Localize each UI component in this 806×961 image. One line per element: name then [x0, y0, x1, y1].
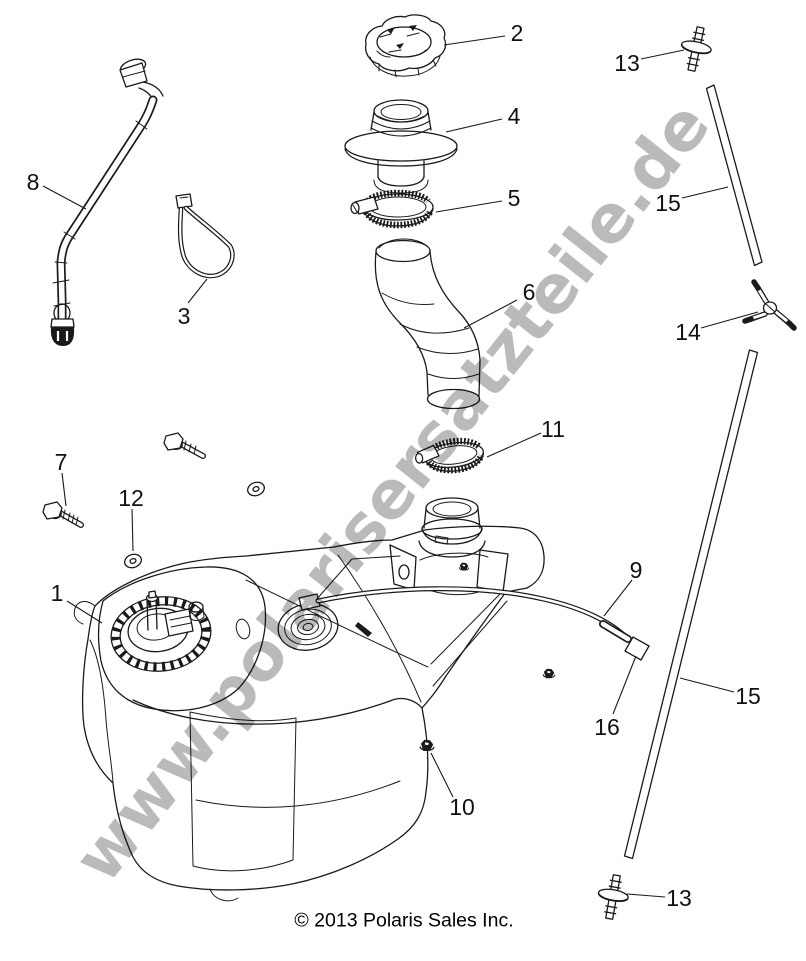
screw-drawings [42, 432, 206, 528]
callout-label-fuel-cap: 2 [511, 20, 524, 46]
inline-fitting-drawings [593, 23, 716, 922]
fuel-cap-drawing [364, 14, 447, 78]
vent-line-drawing [315, 586, 650, 661]
callout-label-washer: 12 [118, 485, 144, 511]
hose-clamp-lower-drawing [414, 437, 485, 474]
callout-leader-nut [430, 752, 454, 798]
callout-label-inline-fitting-bottom: 13 [666, 885, 692, 911]
callout-leader-hose-clamp-upper [435, 200, 503, 213]
callout-label-retainer-clip: 14 [675, 319, 701, 345]
retainer-clip-drawing [742, 279, 797, 331]
line-end-fitting-drawing [624, 636, 650, 661]
callout-label-inline-fitting-top: 13 [614, 50, 640, 76]
callout-label-filler-hose: 6 [523, 279, 536, 305]
copyright-text: © 2013 Polaris Sales Inc. [294, 909, 514, 932]
callout-label-nut: 10 [449, 794, 475, 820]
callout-leader-fuel-tank [66, 600, 103, 624]
callout-label-filler-neck: 4 [508, 103, 521, 129]
callout-label-vent-line: 9 [630, 557, 643, 583]
fuel-line-drawings [623, 84, 763, 860]
fuel-tank-drawing [73, 497, 545, 902]
callout-label-fuel-line-lower: 15 [735, 683, 761, 709]
callout-leader-retainer-clip [700, 311, 759, 329]
callout-leader-washer [131, 508, 134, 552]
callout-layer: 2 4 5 6 8 3 13 15 14 11 7 12 1 9 16 15 10 13 [27, 20, 761, 911]
callout-label-hose-clamp-upper: 5 [508, 185, 521, 211]
callout-leader-screw [61, 472, 67, 507]
callout-leader-hose-clamp-lower [486, 432, 542, 458]
callout-leader-cable-tie [187, 278, 208, 304]
callout-label-vent-hose: 8 [27, 169, 40, 195]
cable-tie-drawing [175, 193, 235, 279]
filler-hose-drawing [374, 238, 481, 410]
nut-drawings [419, 667, 556, 753]
callout-label-hose-clamp-lower: 11 [541, 416, 565, 442]
callout-leader-vent-hose [42, 185, 87, 210]
callout-leader-inline-fitting-top [640, 49, 685, 60]
fuel-line-upper-drawing [705, 84, 763, 267]
fuel-pump-drawing [110, 590, 212, 672]
callout-label-fuel-tank: 1 [51, 580, 64, 606]
tank-neck-drawing [418, 497, 486, 558]
callout-leader-fuel-line-lower [679, 677, 735, 693]
filler-neck-drawing [344, 99, 458, 194]
callout-label-fuel-line-upper: 15 [655, 190, 681, 216]
callout-leader-line-end-fitting [612, 655, 637, 715]
callout-leader-vent-line [603, 579, 633, 617]
callout-leader-inline-fitting-bottom [626, 893, 666, 898]
callout-leader-filler-hose [463, 299, 518, 329]
callout-label-cable-tie: 3 [178, 303, 191, 329]
callout-leader-fuel-line-upper [681, 186, 729, 199]
callout-leader-fuel-cap [443, 35, 506, 46]
fuel-line-lower-drawing [623, 349, 759, 860]
screw-2-drawing [163, 432, 206, 459]
callout-label-line-end-fitting: 16 [594, 714, 620, 740]
callout-label-screw: 7 [55, 449, 68, 475]
vent-hose-drawing [50, 58, 164, 346]
screw-1-drawing [42, 501, 84, 528]
hose-clamp-upper-drawing [350, 189, 434, 229]
callout-leader-filler-neck [445, 118, 503, 133]
